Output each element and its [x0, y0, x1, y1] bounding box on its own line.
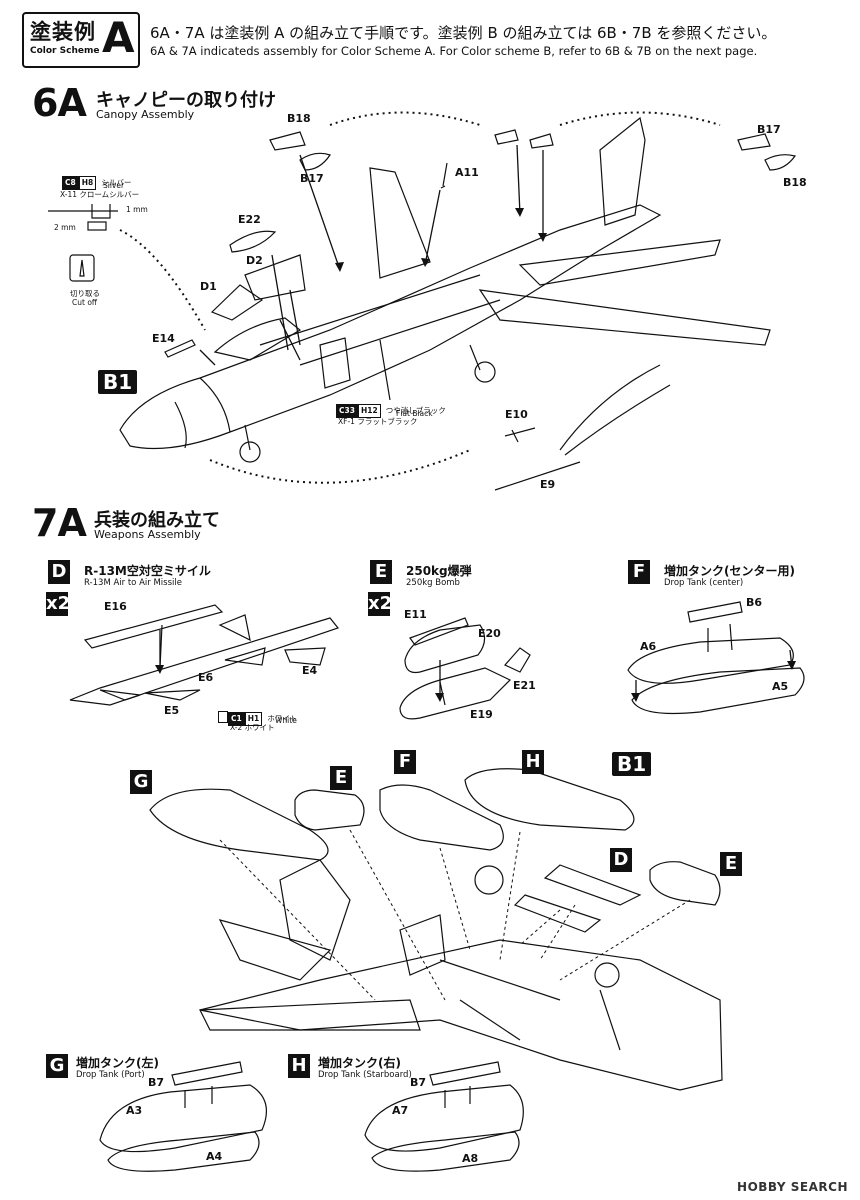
part-tag-b1: B1 [98, 370, 138, 394]
part-label-d1: D1 [200, 280, 217, 293]
paint-code-c1: C1 [228, 712, 245, 726]
part-label-b6: B6 [746, 596, 763, 609]
main-tag-e-2: E [720, 852, 742, 876]
paint-black-jp: つや消しブラック [385, 406, 446, 415]
drop-tank-center-drawing [627, 601, 805, 715]
part-label-b7-starboard: B7 [410, 1076, 427, 1089]
sub-tag-e: E [370, 560, 392, 584]
part-label-e11: E11 [404, 608, 427, 621]
part-e22-shape [229, 230, 277, 253]
part-label-e14: E14 [152, 332, 175, 345]
qty-x2-missile: x2 [46, 592, 71, 616]
step-7a-title-en: Weapons Assembly [94, 528, 201, 541]
main-tag-g: G [130, 770, 152, 794]
dimension-2mm: 2 mm [54, 223, 76, 232]
main-tag-d: D [610, 848, 632, 872]
step-7a-title-jp: 兵装の組み立て [94, 510, 220, 531]
part-label-e22: E22 [238, 213, 261, 226]
bomb-title-en: 250kg Bomb [406, 578, 460, 588]
part-label-a7: A7 [392, 1104, 409, 1117]
aircraft-weapons-drawing [199, 859, 723, 1091]
tank-starboard-title-jp: 増加タンク(右) [318, 1056, 401, 1070]
watermark: HOBBY SEARCH [737, 1180, 848, 1194]
sub-tag-d: D [48, 560, 70, 584]
missile-title-en: R-13M Air to Air Missile [84, 578, 182, 588]
part-label-e19: E19 [470, 708, 493, 721]
main-tag-f: F [394, 750, 416, 774]
part-d1-shape [210, 284, 264, 321]
part-label-a3: A3 [126, 1104, 143, 1117]
step-6a-title-en: Canopy Assembly [96, 108, 195, 121]
sub-tag-h: H [288, 1054, 310, 1078]
dimension-1mm: 1 mm [126, 205, 148, 214]
tank-port-title-en: Drop Tank (Port) [76, 1070, 145, 1080]
missile-drawing [69, 604, 340, 706]
part-label-e9: E9 [540, 478, 556, 491]
paint-code-c33: C33 [336, 404, 358, 418]
part-label-b7-port: B7 [148, 1076, 165, 1089]
paint-white-en: White [275, 716, 297, 725]
scheme-label-en: Color Scheme [30, 46, 100, 56]
part-label-a4: A4 [206, 1150, 223, 1163]
paint-code-h8: H8 [78, 176, 97, 190]
part-label-a6: A6 [640, 640, 657, 653]
scheme-letter: A [102, 13, 135, 62]
paint-black-alt: XF-1 フラットブラック [338, 417, 418, 426]
paint-name-en: Silver [103, 181, 125, 190]
paint-white-jp: ホワイト [267, 714, 298, 723]
step-7a-number: 7A [32, 501, 87, 545]
sub-tag-g: G [46, 1054, 68, 1078]
paint-name-jp: シルバー [101, 178, 132, 187]
bomb-title-jp: 250kg爆弾 [406, 564, 472, 578]
part-d2-shape [244, 254, 306, 301]
main-tag-h: H [522, 750, 544, 774]
main-tag-b1: B1 [612, 752, 652, 776]
paint-white-alt: X-2 ホワイト [230, 723, 275, 732]
part-e14-shape [164, 339, 196, 358]
part-label-e16: E16 [104, 600, 127, 613]
part-label-e21: E21 [513, 679, 536, 692]
tank-starboard-title-en: Drop Tank (Starboard) [318, 1070, 412, 1080]
part-label-a8: A8 [462, 1152, 479, 1165]
step-6a-number: 6A [32, 81, 87, 125]
part-label-e20: E20 [478, 627, 501, 640]
sub-tag-f: F [628, 560, 650, 584]
cutoff-jp: 切り取る [70, 289, 100, 298]
tank-port-title-jp: 増加タンク(左) [76, 1056, 159, 1070]
part-label-e10: E10 [505, 408, 528, 421]
part-label-e6: E6 [198, 671, 214, 684]
part-label-e4: E4 [302, 664, 318, 677]
part-label-b18-right: B18 [783, 176, 807, 189]
drop-tank-port-drawing [99, 1061, 268, 1172]
header-instruction-jp: 6A・7A は塗装例 A の組み立て手順です。塗装例 B の組み立ては 6B・7… [150, 24, 777, 42]
part-label-e5: E5 [164, 704, 180, 717]
part-label-b17-right: B17 [757, 123, 781, 136]
paint-black-en: Flat Black [396, 409, 433, 418]
part-label-b18-left: B18 [287, 112, 311, 125]
white-swatch [218, 710, 228, 723]
paint-alt-name: X-11 クロームシルバー [60, 190, 140, 199]
missile-title-jp: R-13M空対空ミサイル [84, 564, 211, 578]
scheme-label-jp: 塗装例 [30, 20, 96, 44]
part-label-b17-left: B17 [300, 172, 324, 185]
aircraft-canopy-drawing [119, 116, 771, 463]
part-label-d2: D2 [246, 254, 263, 267]
tank-center-title-en: Drop Tank (center) [664, 578, 744, 588]
cutoff-en: Cut off [72, 298, 98, 307]
color-scheme-badge [22, 12, 140, 68]
bomb-drawing [399, 617, 531, 720]
tank-center-title-jp: 増加タンク(センター用) [664, 564, 795, 578]
main-tag-e-1: E [330, 766, 352, 790]
drop-tank-starboard-drawing [364, 1061, 524, 1172]
part-label-a11: A11 [455, 166, 479, 179]
qty-x2-bomb: x2 [368, 592, 393, 616]
paint-code-c8: C8 [62, 176, 79, 190]
header-instruction-en: 6A & 7A indicateds assembly for Color Sc… [150, 44, 758, 58]
part-label-a5: A5 [772, 680, 789, 693]
step-6a-title-jp: キャノピーの取り付け [96, 90, 276, 111]
